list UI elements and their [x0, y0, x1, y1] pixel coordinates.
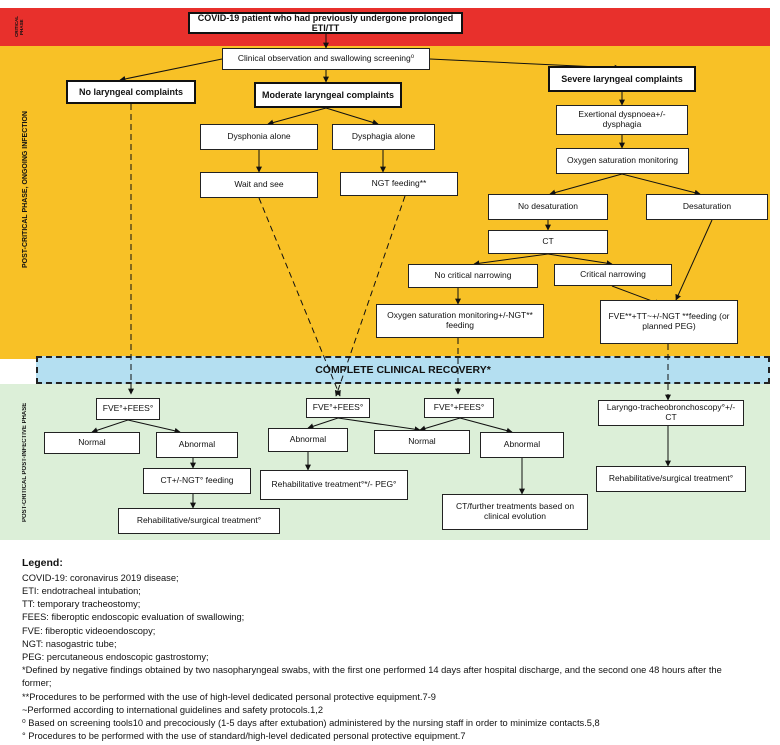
legend-item: ° Procedures to be performed with the us… — [22, 731, 466, 742]
rehab1-node: Rehabilitative/surgical treatment° — [118, 508, 280, 534]
arrow-moderate-dysphonia — [267, 107, 327, 126]
wait-see-node: Wait and see — [200, 172, 318, 198]
root-node: COVID-19 patient who had previously unde… — [188, 12, 463, 34]
arrow-desat-fvett — [675, 219, 713, 301]
abnormal1-node: Abnormal — [156, 432, 238, 458]
legend-item: PEG: percutaneous endoscopic gastrostomy… — [22, 652, 209, 663]
arrow-moderate-dysphagia — [325, 107, 379, 126]
legend: Legend: COVID-19: coronavirus 2019 disea… — [22, 556, 722, 743]
recovery-label: COMPLETE CLINICAL RECOVERY* — [315, 364, 491, 376]
normal1-node: Normal — [44, 432, 140, 454]
legend-title: Legend: — [22, 557, 63, 569]
fve1-node: FVE°+FEES° — [96, 398, 160, 420]
rehab-peg-node: Rehabilitative treatment°*/- PEG° — [260, 470, 408, 500]
dysphagia-node: Dysphagia alone — [332, 124, 435, 150]
screening-node: Clinical observation and swallowing scre… — [222, 48, 430, 70]
arrow-fve3-normal — [419, 417, 461, 432]
legend-item: NGT: nasogastric tube; — [22, 638, 117, 649]
moderate-node: Moderate laryngeal complaints — [254, 82, 402, 108]
exertional-node: Exertional dyspnoea+/-dysphagia — [556, 105, 688, 135]
normal2-node: Normal — [374, 430, 470, 454]
arrow-ct-critical — [547, 253, 613, 267]
legend-item: ~Performed according to international gu… — [22, 704, 324, 715]
legend-item: ETI: endotracheal intubation; — [22, 586, 141, 597]
abnormal3-node: Abnormal — [480, 432, 564, 458]
critical-narrow-node: Critical narrowing — [554, 264, 672, 286]
desat-node: Desaturation — [646, 194, 768, 220]
arrow-fve1-normal — [91, 419, 129, 434]
oxy-monitor-node: Oxygen saturation monitoring — [556, 148, 689, 174]
ct-further-node: CT/further treatments based on clinical … — [442, 494, 588, 530]
no-complaints-node: No laryngeal complaints — [66, 80, 196, 104]
legend-item: ⁰ Based on screening tools10 and precoci… — [22, 717, 600, 728]
legend-item: COVID-19: coronavirus 2019 disease; — [22, 572, 179, 583]
arrow-ct-nonarrow — [473, 253, 549, 267]
laryngo-node: Laryngo-tracheobronchoscopy°+/-CT — [598, 400, 744, 426]
dashed-ngt-fve2 — [334, 195, 406, 397]
arrow-fve2-abnormal — [307, 417, 339, 430]
arrow-fve3-abnormal — [459, 417, 513, 434]
legend-item: *Defined by negative findings obtained b… — [22, 665, 722, 689]
severe-node: Severe laryngeal complaints — [548, 66, 696, 92]
dashed-wait-fve2 — [258, 197, 341, 397]
no-narrow-node: No critical narrowing — [408, 264, 538, 288]
fve-tt-node: FVE**+TT~+/-NGT **feeding (or planned PE… — [600, 300, 738, 344]
arrow-screening-no — [119, 58, 223, 82]
arrow-fve1-abnormal — [127, 419, 181, 434]
recovery-band — [36, 356, 770, 384]
oxy-ngt-node: Oxygen saturation monitoring+/-NGT** fee… — [376, 304, 544, 338]
abnormal2-node: Abnormal — [268, 428, 348, 452]
ct-node: CT — [488, 230, 608, 254]
legend-item: FEES: fiberoptic endoscopic evaluation o… — [22, 612, 245, 623]
arrow-oxy-desat — [621, 173, 701, 196]
rehab2-node: Rehabilitative/surgical treatment° — [596, 466, 746, 492]
legend-item: **Procedures to be performed with the us… — [22, 691, 436, 702]
fve3-node: FVE°+FEES° — [424, 398, 494, 418]
legend-item: TT: temporary tracheostomy; — [22, 599, 141, 610]
arrow-oxy-nodesat — [549, 173, 623, 196]
ngt-feeding-node: NGT feeding** — [340, 172, 458, 196]
arrow-fve2-normal — [337, 417, 421, 433]
fve2-node: FVE°+FEES° — [306, 398, 370, 418]
ct-ngt-node: CT+/-NGT° feeding — [143, 468, 251, 494]
no-desat-node: No desaturation — [488, 194, 608, 220]
legend-item: FVE: fiberoptic videoendoscopy; — [22, 625, 156, 636]
dysphonia-node: Dysphonia alone — [200, 124, 318, 150]
